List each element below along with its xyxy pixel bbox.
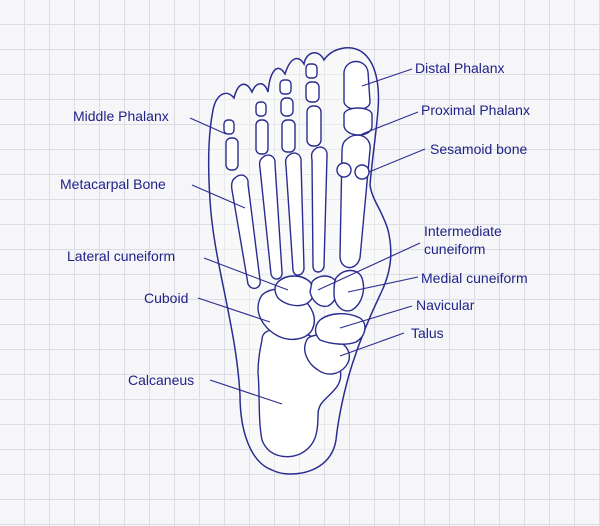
label-middle-phalanx: Middle Phalanx xyxy=(73,108,169,124)
label-sesamoid-bone: Sesamoid bone xyxy=(430,141,528,157)
label-lateral-cuneiform: Lateral cuneiform xyxy=(67,248,176,264)
lateral-cuneiform-bone xyxy=(274,275,315,307)
sesamoid-bone-1 xyxy=(336,162,352,178)
toe-2-phalanges xyxy=(305,63,322,147)
label-intermediate-cuneiform-line1: Intermediate xyxy=(424,223,502,239)
toe-1-phalanges xyxy=(343,60,373,136)
leader-lines xyxy=(189,68,426,405)
label-metacarpal-bone: Metacarpal Bone xyxy=(60,176,166,192)
label-medial-cuneiform: Medial cuneiform xyxy=(421,270,528,286)
metatarsal-bones xyxy=(230,134,371,290)
label-calcaneus: Calcaneus xyxy=(128,372,195,388)
label-proximal-phalanx: Proximal Phalanx xyxy=(421,102,530,118)
label-navicular: Navicular xyxy=(416,297,475,313)
toe-3-phalanges xyxy=(279,79,296,153)
sesamoid-bone-2 xyxy=(354,164,370,180)
navicular-bone xyxy=(314,313,366,345)
label-cuboid: Cuboid xyxy=(144,290,189,306)
label-talus: Talus xyxy=(411,325,444,341)
toe-5-phalanges xyxy=(223,119,239,171)
label-intermediate-cuneiform-line2: cuneiform xyxy=(424,241,486,257)
toe-4-phalanges xyxy=(255,101,269,155)
label-distal-phalanx: Distal Phalanx xyxy=(415,60,505,76)
